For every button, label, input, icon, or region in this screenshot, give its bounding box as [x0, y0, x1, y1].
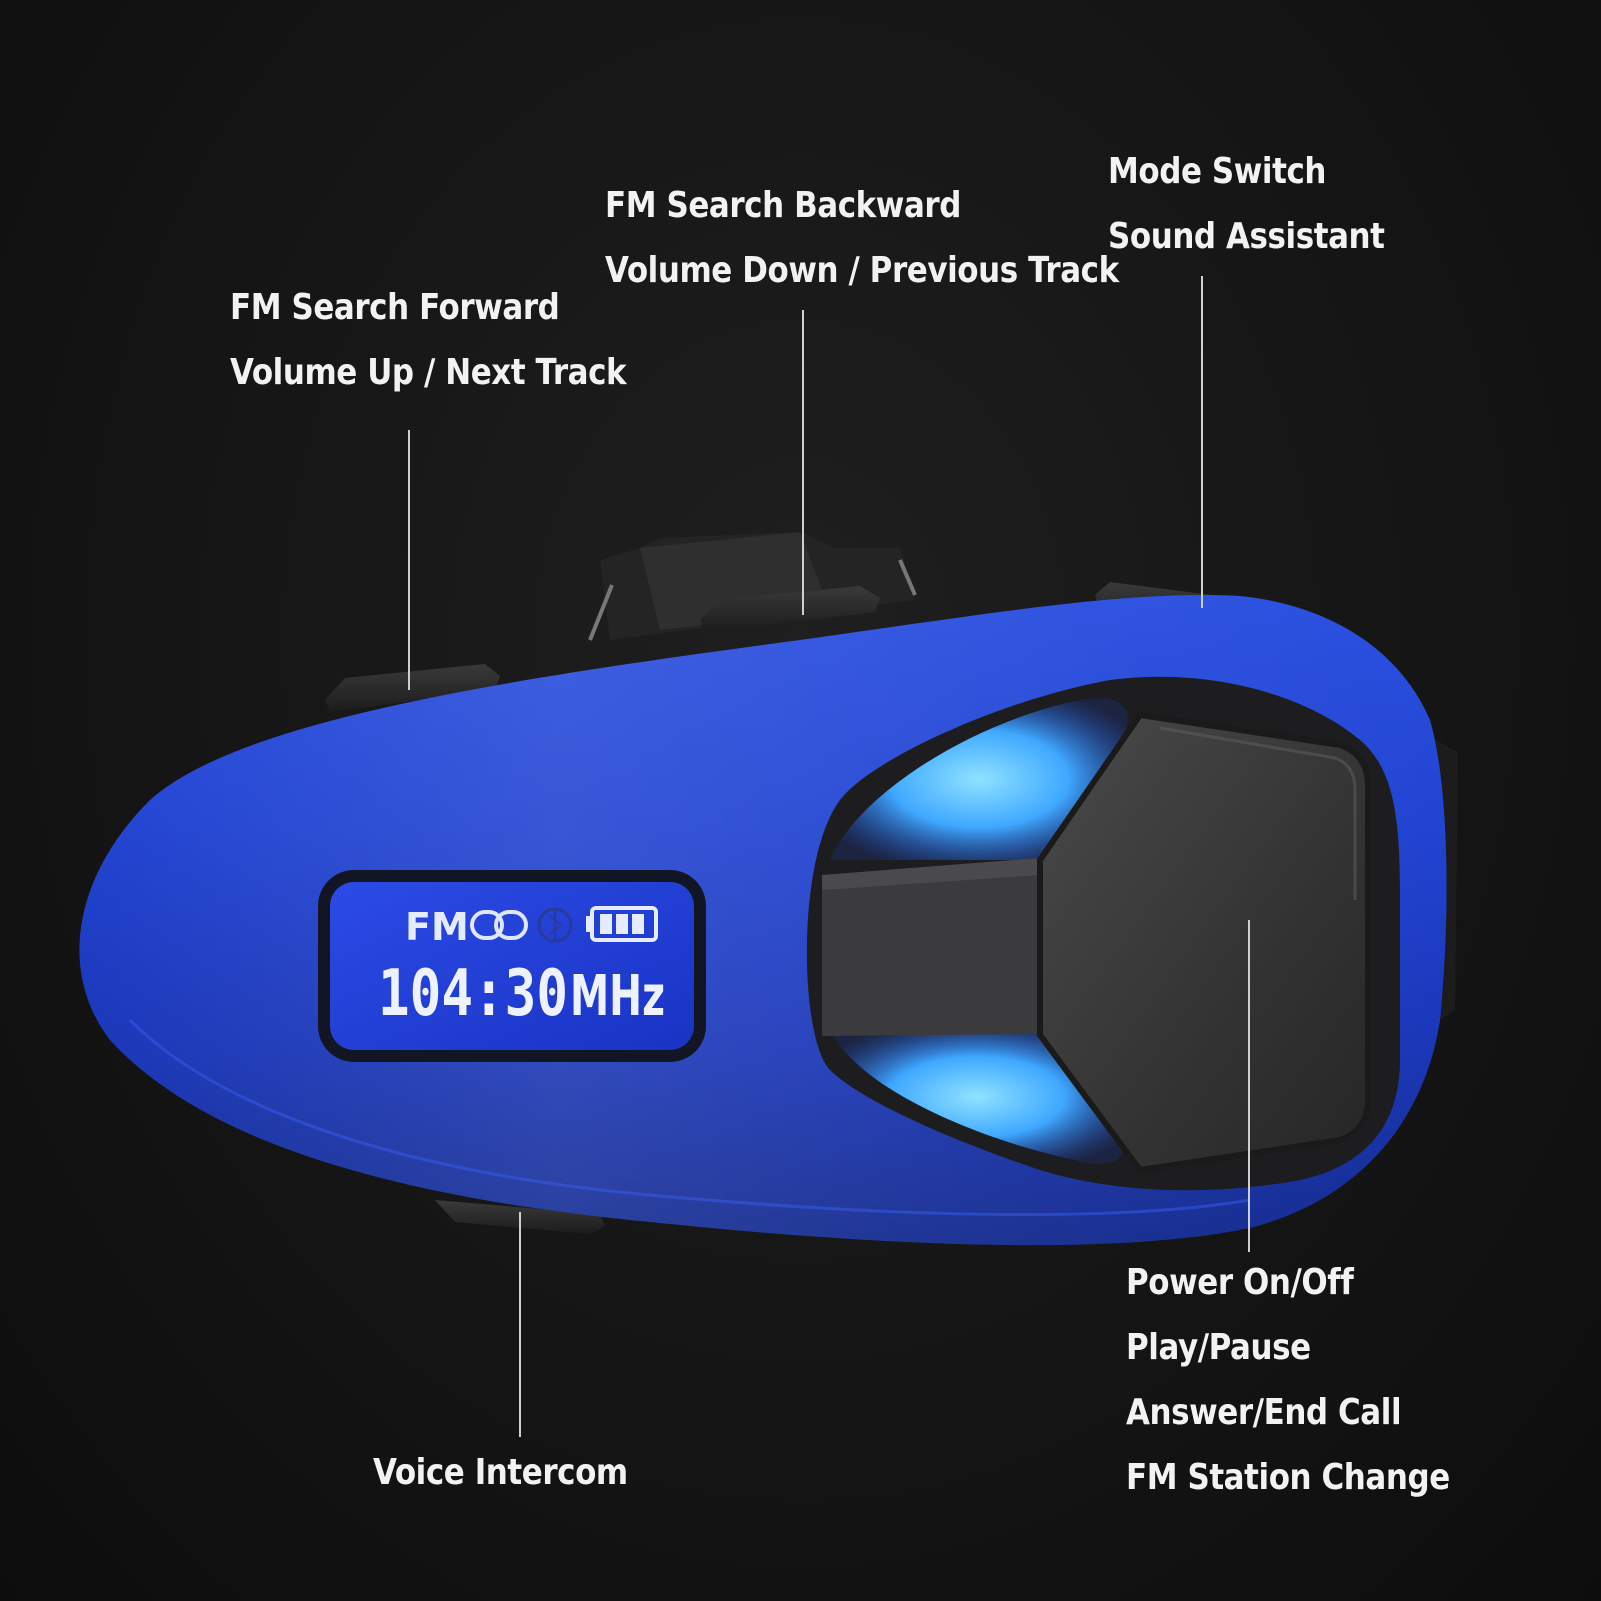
callout-line: FM Station Change — [1126, 1457, 1450, 1498]
callout-line: Voice Intercom — [373, 1452, 628, 1493]
leader-fm-forward — [408, 430, 410, 690]
leader-fm-backward — [802, 310, 804, 615]
callout-line: Mode Switch — [1108, 151, 1326, 192]
callout-mode-switch: Mode Switch Sound Assistant — [1108, 139, 1385, 269]
callout-line: Volume Down / Previous Track — [605, 250, 1119, 291]
callout-fm-backward: FM Search Backward Volume Down / Previou… — [605, 173, 1119, 303]
frequency-unit: MHz — [570, 964, 665, 1029]
led-glow-top — [830, 698, 1128, 860]
leader-mode-switch — [1201, 276, 1203, 608]
bluetooth-icon — [537, 907, 573, 943]
volume-down-button[interactable] — [700, 586, 880, 632]
callout-line: Volume Up / Next Track — [230, 352, 627, 393]
callout-line: Play/Pause — [1126, 1327, 1311, 1368]
power-play-button[interactable] — [1037, 711, 1371, 1174]
battery-full-icon — [586, 906, 658, 942]
callout-line: Sound Assistant — [1108, 216, 1385, 257]
callout-power: Power On/Off Play/Pause Answer/End Call … — [1126, 1250, 1450, 1510]
callout-fm-forward: FM Search Forward Volume Up / Next Track — [230, 275, 627, 405]
link-icon — [470, 910, 528, 940]
leader-power — [1248, 920, 1250, 1252]
callout-voice-intercom: Voice Intercom — [373, 1440, 628, 1505]
callout-line: Answer/End Call — [1126, 1392, 1402, 1433]
fm-mode-label: FM — [405, 905, 469, 949]
callout-line: Power On/Off — [1126, 1262, 1354, 1303]
lcd-display: FM 104:30 MHz — [318, 870, 706, 1062]
led-glow-bottom — [830, 1030, 1123, 1164]
volume-up-button[interactable] — [325, 664, 500, 712]
leader-voice-intercom — [519, 1212, 521, 1437]
callout-line: FM Search Backward — [605, 185, 961, 226]
callout-line: FM Search Forward — [230, 287, 560, 328]
frequency-digits: 104:30 — [378, 957, 568, 1031]
